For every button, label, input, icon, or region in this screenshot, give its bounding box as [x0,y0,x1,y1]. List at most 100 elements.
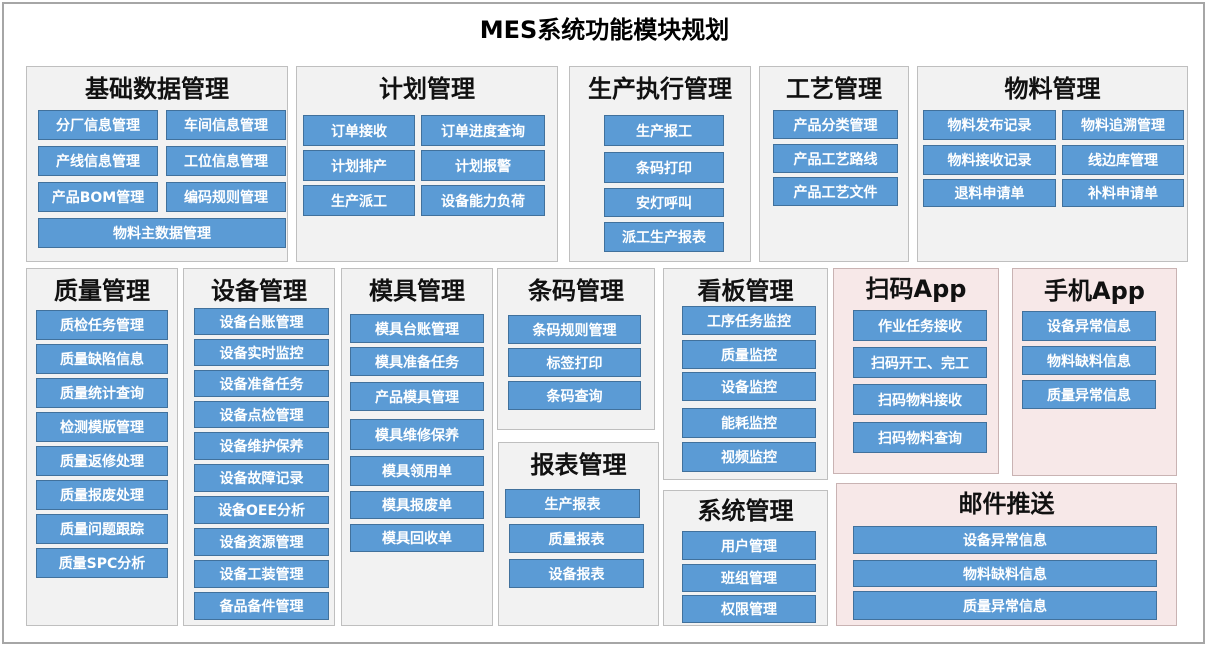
module-material: 物料管理 物料发布记录 物料追溯管理 物料接收记录 线边库管理 退料申请单 补料… [917,66,1188,262]
item-equipment-ledger[interactable]: 设备台账管理 [194,308,329,335]
item-line-side-store[interactable]: 线边库管理 [1062,145,1184,175]
item-task-receive[interactable]: 作业任务接收 [853,310,987,341]
module-quality: 质量管理 质检任务管理 质量缺陷信息 质量统计查询 检测模版管理 质量返修处理 … [26,268,178,626]
module-title: 生产执行管理 [588,75,732,103]
item-dispatch[interactable]: 生产派工 [303,185,415,216]
item-email-equipment-exception[interactable]: 设备异常信息 [853,526,1157,554]
item-product-bom[interactable]: 产品BOM管理 [38,182,158,212]
item-station-info[interactable]: 工位信息管理 [166,146,286,176]
item-quality-spc[interactable]: 质量SPC分析 [36,548,168,578]
item-dispatch-report[interactable]: 派工生产报表 [604,222,724,252]
item-spare-parts[interactable]: 备品备件管理 [194,592,329,620]
module-mold: 模具管理 模具台账管理 模具准备任务 产品模具管理 模具维修保养 模具领用单 模… [341,268,493,626]
item-mold-ledger[interactable]: 模具台账管理 [350,314,484,343]
module-title: 质量管理 [54,277,150,305]
item-product-category[interactable]: 产品分类管理 [773,110,898,139]
module-title: 手机App [1044,277,1145,305]
item-material-release[interactable]: 物料发布记录 [923,110,1056,140]
item-barcode-query[interactable]: 条码查询 [508,381,641,410]
module-plan: 计划管理 订单接收 订单进度查询 计划排产 计划报警 生产派工 设备能力负荷 [296,66,558,262]
module-title: 计划管理 [379,75,475,103]
item-email-quality-exception[interactable]: 质量异常信息 [853,591,1157,620]
item-equipment-prep[interactable]: 设备准备任务 [194,370,329,397]
item-plan-scheduling[interactable]: 计划排产 [303,150,415,181]
module-title: 设备管理 [211,277,307,305]
item-process-task-monitor[interactable]: 工序任务监控 [682,306,816,335]
item-order-progress[interactable]: 订单进度查询 [421,115,545,146]
item-supplement-request[interactable]: 补料申请单 [1062,179,1184,207]
item-equipment-tooling[interactable]: 设备工装管理 [194,560,329,588]
item-video-monitor[interactable]: 视频监控 [682,442,816,472]
item-scan-material-receive[interactable]: 扫码物料接收 [853,384,987,415]
module-equipment: 设备管理 设备台账管理 设备实时监控 设备准备任务 设备点检管理 设备维护保养 … [183,268,335,626]
module-title: 条码管理 [528,277,624,305]
item-material-master[interactable]: 物料主数据管理 [38,218,286,248]
item-team-management[interactable]: 班组管理 [682,564,816,592]
item-quality-exception[interactable]: 质量异常信息 [1022,380,1156,409]
item-inspection-template[interactable]: 检测模版管理 [36,412,168,442]
module-system: 系统管理 用户管理 班组管理 权限管理 [663,490,828,626]
item-mold-requisition[interactable]: 模具领用单 [350,456,484,486]
item-production-report[interactable]: 生产报工 [604,115,724,146]
item-branch-factory-info[interactable]: 分厂信息管理 [38,110,158,140]
item-equipment-report[interactable]: 设备报表 [509,559,644,588]
item-email-material-shortage[interactable]: 物料缺料信息 [853,560,1157,587]
module-kanban: 看板管理 工序任务监控 质量监控 设备监控 能耗监控 视频监控 [663,268,828,480]
item-mold-scrap[interactable]: 模具报废单 [350,491,484,519]
module-scan-app: 扫码App 作业任务接收 扫码开工、完工 扫码物料接收 扫码物料查询 [833,268,999,474]
item-user-management[interactable]: 用户管理 [682,531,816,560]
module-basic-data: 基础数据管理 分厂信息管理 车间信息管理 产线信息管理 工位信息管理 产品BOM… [26,66,288,262]
item-quality-defect[interactable]: 质量缺陷信息 [36,344,168,374]
module-production-execution: 生产执行管理 生产报工 条码打印 安灯呼叫 派工生产报表 [569,66,751,262]
item-andon-call[interactable]: 安灯呼叫 [604,188,724,217]
item-barcode-rules[interactable]: 条码规则管理 [508,315,641,344]
item-equipment-exception[interactable]: 设备异常信息 [1022,311,1156,341]
item-material-trace[interactable]: 物料追溯管理 [1062,110,1184,140]
item-scan-material-query[interactable]: 扫码物料查询 [853,422,987,453]
module-title: 报表管理 [530,451,627,479]
item-quality-stats[interactable]: 质量统计查询 [36,378,168,408]
item-equipment-capacity[interactable]: 设备能力负荷 [421,185,545,216]
module-report: 报表管理 生产报表 质量报表 设备报表 [498,442,659,626]
module-title: 工艺管理 [786,75,882,103]
item-line-info[interactable]: 产线信息管理 [38,146,158,176]
item-material-shortage[interactable]: 物料缺料信息 [1022,346,1156,375]
module-barcode: 条码管理 条码规则管理 标签打印 条码查询 [497,268,655,430]
item-label-print[interactable]: 标签打印 [508,348,641,377]
item-equipment-resource[interactable]: 设备资源管理 [194,528,329,556]
module-title: 看板管理 [697,277,794,305]
item-equipment-inspection[interactable]: 设备点检管理 [194,401,329,428]
item-workshop-info[interactable]: 车间信息管理 [166,110,286,140]
item-order-receive[interactable]: 订单接收 [303,115,415,146]
item-barcode-print[interactable]: 条码打印 [604,152,724,183]
item-equipment-realtime[interactable]: 设备实时监控 [194,339,329,366]
item-permission-management[interactable]: 权限管理 [682,595,816,623]
item-coding-rules[interactable]: 编码规则管理 [166,182,286,212]
item-scan-start-finish[interactable]: 扫码开工、完工 [853,347,987,378]
item-mold-prep[interactable]: 模具准备任务 [350,347,484,376]
item-production-report-view[interactable]: 生产报表 [505,489,640,518]
item-equipment-oee[interactable]: 设备OEE分析 [194,496,329,524]
item-quality-scrap[interactable]: 质量报废处理 [36,480,168,510]
module-email-push: 邮件推送 设备异常信息 物料缺料信息 质量异常信息 [836,483,1177,626]
item-quality-rework[interactable]: 质量返修处理 [36,446,168,476]
item-quality-report[interactable]: 质量报表 [509,524,644,553]
item-material-receive[interactable]: 物料接收记录 [923,145,1056,175]
item-mold-maintenance[interactable]: 模具维修保养 [350,419,484,450]
item-quality-monitor[interactable]: 质量监控 [682,340,816,369]
item-plan-alarm[interactable]: 计划报警 [421,150,545,181]
item-process-file[interactable]: 产品工艺文件 [773,177,898,206]
module-title: 邮件推送 [958,490,1055,518]
item-equipment-maintenance[interactable]: 设备维护保养 [194,432,329,460]
item-qc-task[interactable]: 质检任务管理 [36,310,168,340]
item-product-mold[interactable]: 产品模具管理 [350,382,484,411]
item-mold-return[interactable]: 模具回收单 [350,524,484,552]
module-title: 基础数据管理 [85,75,229,103]
item-quality-issue[interactable]: 质量问题跟踪 [36,514,168,544]
item-equipment-monitor[interactable]: 设备监控 [682,372,816,401]
item-equipment-fault[interactable]: 设备故障记录 [194,464,329,492]
item-return-request[interactable]: 退料申请单 [923,179,1056,207]
item-process-route[interactable]: 产品工艺路线 [773,144,898,173]
item-energy-monitor[interactable]: 能耗监控 [682,408,816,438]
